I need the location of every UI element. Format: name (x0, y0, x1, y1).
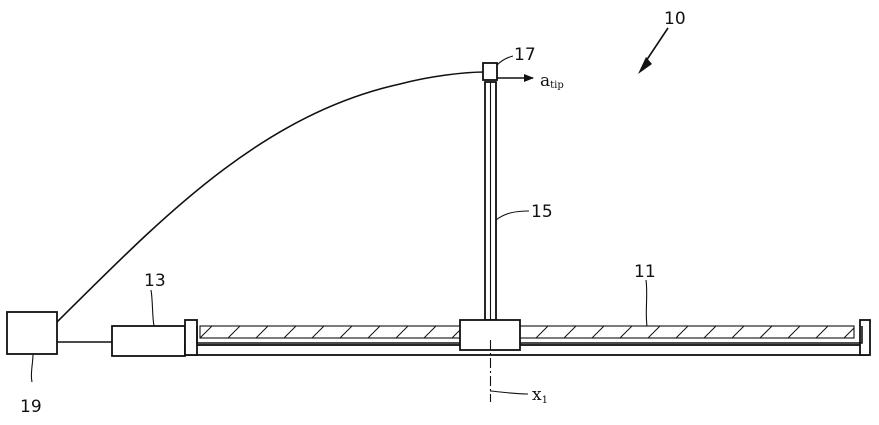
position-label: x1 (532, 385, 548, 406)
device-pointer-icon (643, 27, 669, 65)
label-device: 10 (664, 9, 686, 29)
rail-hatching (200, 326, 854, 338)
hatch-stroke (647, 326, 661, 338)
controller-box (6, 311, 58, 355)
hatch-stroke (703, 326, 717, 338)
sensor-box (482, 62, 498, 81)
label-sensor: 17 (514, 45, 536, 65)
hatch-stroke (367, 326, 381, 338)
leader-19 (30, 353, 34, 383)
hatch-stroke (200, 326, 213, 338)
label-rod: 15 (531, 202, 553, 222)
hatch-stroke (563, 326, 577, 338)
accel-label: atip (540, 71, 564, 91)
hatch-stroke (255, 326, 269, 338)
signal-cable (56, 71, 486, 323)
rail-channel (196, 326, 863, 344)
left-end-post (184, 319, 198, 356)
label-controller: 19 (20, 397, 42, 417)
hatch-stroke (423, 326, 437, 338)
hatch-stroke (787, 326, 801, 338)
hatch-stroke (843, 327, 854, 338)
leader-13 (150, 289, 155, 327)
hatch-stroke (675, 326, 689, 338)
actuator-box (111, 325, 186, 357)
right-end-post (859, 319, 871, 356)
hatch-stroke (283, 326, 297, 338)
rail-hatch-box (199, 325, 855, 339)
base-plate (184, 344, 869, 356)
hatch-stroke (311, 326, 325, 338)
label-actuator: 13 (144, 271, 166, 291)
hatch-stroke (227, 326, 241, 338)
leader-11 (645, 279, 648, 327)
hatch-stroke (535, 326, 549, 338)
hatch-stroke (591, 326, 605, 338)
hatch-stroke (619, 326, 633, 338)
label-rail: 11 (634, 262, 656, 282)
hatch-stroke (731, 326, 745, 338)
device-pointer-head (638, 57, 652, 74)
hatch-stroke (815, 326, 829, 338)
leader-17 (496, 55, 514, 66)
hatch-stroke (759, 326, 773, 338)
leader-x1 (489, 390, 529, 395)
hatch-stroke (339, 326, 353, 338)
leader-15 (495, 210, 530, 221)
hatch-stroke (395, 326, 409, 338)
